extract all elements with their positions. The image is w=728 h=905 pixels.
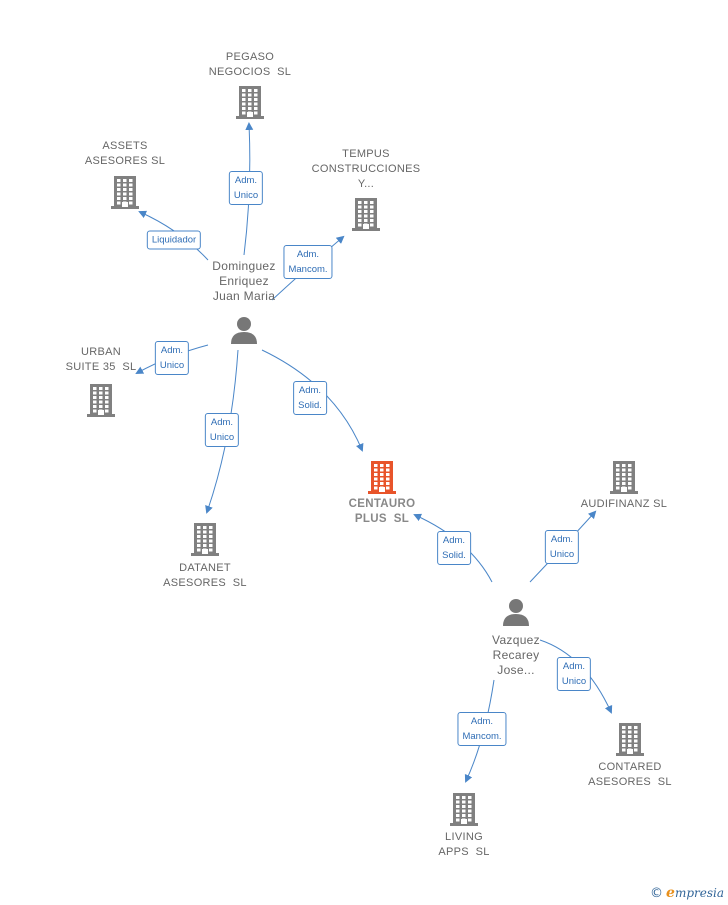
- building-icon-centauro[interactable]: [368, 460, 396, 499]
- building-icon-pegaso[interactable]: [236, 85, 264, 124]
- node-label-datanet[interactable]: DATANET ASESORES SL: [163, 562, 247, 589]
- node-label-dominguez[interactable]: Dominguez Enriquez Juan Maria: [212, 259, 276, 303]
- node-label-pegaso[interactable]: PEGASO NEGOCIOS SL: [208, 51, 292, 78]
- edge-label-vazquez-centauro: Adm. Solid.: [437, 531, 471, 565]
- copyright-icon: ©: [650, 885, 664, 901]
- building-icon-living[interactable]: [450, 792, 478, 831]
- building-icon-audifinanz[interactable]: [610, 460, 638, 499]
- node-label-audifinanz[interactable]: AUDIFINANZ SL: [580, 498, 668, 510]
- edge-label-dominguez-tempus: Adm. Mancom.: [283, 245, 333, 279]
- edge-label-vazquez-contared: Adm. Unico: [556, 657, 592, 691]
- edge-label-dominguez-centauro: Adm. Solid.: [293, 381, 327, 415]
- node-label-assets[interactable]: ASSETS ASESORES SL: [84, 140, 166, 167]
- building-icon-contared[interactable]: [616, 722, 644, 761]
- person-icon-vazquez[interactable]: [502, 598, 530, 631]
- edge-label-dominguez-datanet: Adm. Unico: [204, 413, 240, 447]
- building-icon-urban[interactable]: [87, 383, 115, 422]
- brand-name: mpresia: [674, 886, 724, 900]
- person-icon-dominguez[interactable]: [230, 316, 258, 349]
- building-icon-assets[interactable]: [111, 175, 139, 214]
- building-icon-tempus[interactable]: [352, 197, 380, 236]
- brand-initial: e: [666, 885, 675, 901]
- edge-label-vazquez-audifinanz: Adm. Unico: [544, 530, 580, 564]
- node-label-urban[interactable]: URBAN SUITE 35 SL: [65, 346, 137, 373]
- node-label-tempus[interactable]: TEMPUS CONSTRUCCIONES Y...: [311, 148, 421, 190]
- edge-label-vazquez-living: Adm. Mancom.: [457, 712, 507, 746]
- node-label-centauro[interactable]: CENTAURO PLUS SL: [348, 498, 416, 525]
- edge-label-dominguez-urban: Adm. Unico: [154, 341, 190, 375]
- node-label-contared[interactable]: CONTARED ASESORES SL: [588, 761, 672, 788]
- edge-label-dominguez-pegaso: Adm. Unico: [228, 171, 264, 205]
- building-icon-datanet[interactable]: [191, 522, 219, 561]
- node-label-living[interactable]: LIVING APPS SL: [438, 831, 490, 858]
- edge-label-dominguez-assets: Liquidador: [146, 230, 202, 250]
- node-label-vazquez[interactable]: Vazquez Recarey Jose...: [492, 633, 540, 677]
